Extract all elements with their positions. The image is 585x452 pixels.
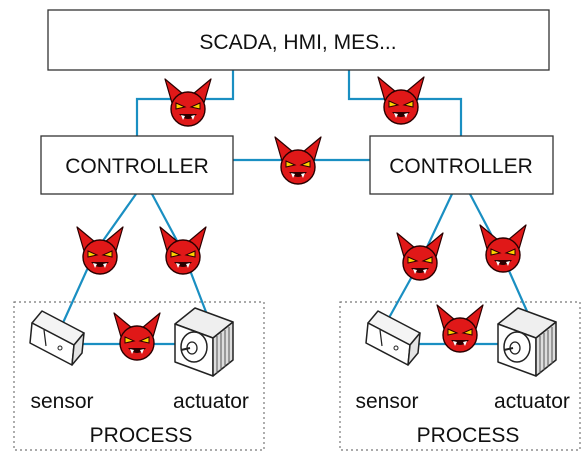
motor-actuator-icon (174, 307, 234, 377)
devil-face-icon (113, 312, 161, 361)
devil-face-icon (159, 226, 207, 275)
devil-face-icon (479, 224, 527, 273)
process-label-right: PROCESS (417, 424, 520, 447)
process-group-left (13, 301, 265, 451)
sensor-label-left: sensor (30, 390, 93, 413)
scada-box (47, 9, 550, 71)
devil-face-icon (164, 78, 212, 127)
sensor-icon (365, 310, 421, 366)
network-links (60, 70, 532, 346)
process-label-left: PROCESS (90, 424, 193, 447)
actuator-label-right: actuator (494, 390, 570, 413)
devil-face-icon (377, 76, 425, 125)
controller-box-left (40, 135, 234, 195)
sensor-icon (29, 310, 85, 366)
devil-face-icon (396, 232, 444, 281)
controller-label-right: CONTROLLER (389, 155, 533, 178)
controller-box-right (369, 135, 554, 195)
motor-actuator-icon (497, 307, 557, 377)
process-group-right (339, 301, 581, 451)
controller-label-left: CONTROLLER (65, 155, 209, 178)
sensor-label-right: sensor (355, 390, 418, 413)
devil-face-icon (274, 136, 322, 185)
scada-label: SCADA, HMI, MES... (199, 31, 396, 54)
actuator-label-left: actuator (173, 390, 249, 413)
devil-face-icon (76, 226, 124, 275)
